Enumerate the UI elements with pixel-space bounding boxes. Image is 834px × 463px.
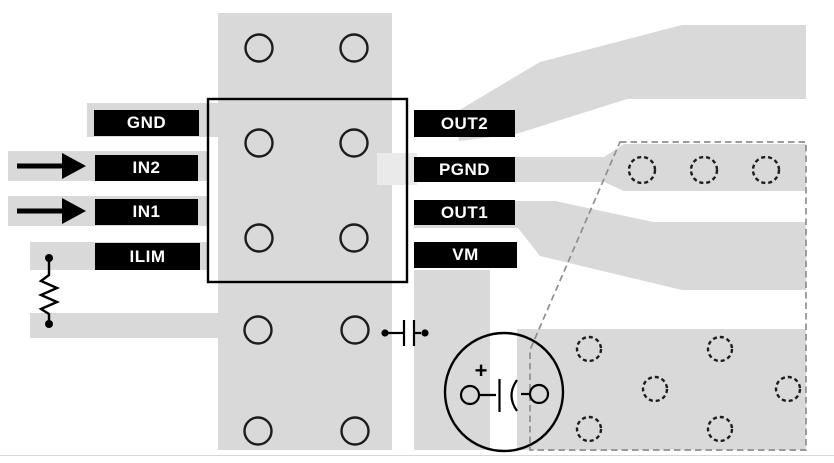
via <box>339 33 369 63</box>
pin-label-gnd: GND <box>94 110 199 136</box>
bottom-layer-vias <box>575 155 802 443</box>
bulk-pour <box>517 329 806 450</box>
via <box>340 315 370 345</box>
out2-trace <box>456 25 806 141</box>
figure-baseline <box>0 455 834 456</box>
via <box>641 375 669 403</box>
via <box>243 416 273 446</box>
via <box>339 128 369 158</box>
via <box>575 335 603 363</box>
via <box>244 128 274 158</box>
bypass-capacitor-icon <box>381 320 429 346</box>
pin-label-in2: IN2 <box>95 155 198 181</box>
via <box>575 415 603 443</box>
via <box>627 155 657 185</box>
pin-label-ilim: ILIM <box>95 243 200 270</box>
bottom-layer-boundary <box>529 141 807 451</box>
ilim-resistor-icon <box>38 254 60 328</box>
via <box>340 416 370 446</box>
in1-arrow-icon <box>17 198 86 224</box>
pin-label-pgnd: PGND <box>414 157 515 182</box>
power-supply-icon <box>443 331 565 453</box>
via <box>244 223 274 253</box>
pin-label-in1: IN1 <box>95 199 198 225</box>
thermal-vias <box>243 33 370 446</box>
via <box>706 335 734 363</box>
ic-outline <box>206 97 409 284</box>
via <box>689 155 719 185</box>
pgnd-pin-patch <box>377 153 417 185</box>
in2-arrow-icon <box>17 153 86 179</box>
via <box>774 375 802 403</box>
via <box>706 415 734 443</box>
pin-label-vm: VM <box>414 242 517 268</box>
via <box>243 315 273 345</box>
ilim-return-trace <box>30 313 218 338</box>
pin-label-out1: OUT1 <box>414 200 515 225</box>
via <box>244 33 274 63</box>
supply-polarity-label: + <box>474 358 488 383</box>
pin-label-out2: OUT2 <box>414 110 515 137</box>
via <box>339 223 369 253</box>
via <box>751 155 781 185</box>
